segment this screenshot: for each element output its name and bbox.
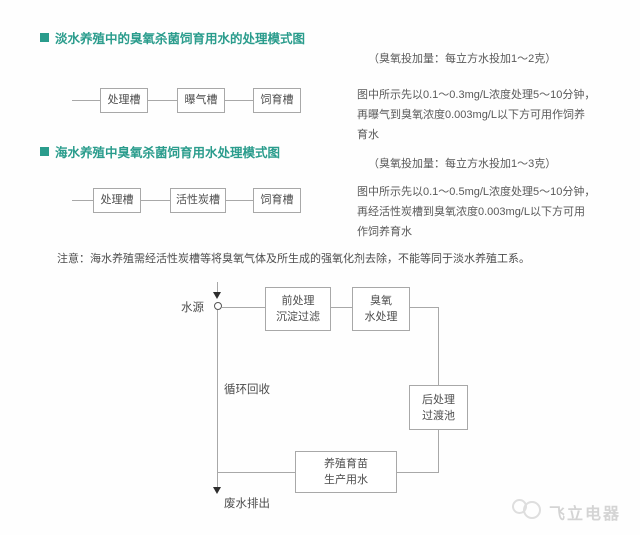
arrow-down-icon xyxy=(213,292,221,299)
box-label-line: 后处理 xyxy=(422,393,455,406)
section-bullet-icon xyxy=(40,33,49,42)
seawater-dosage-note: （臭氧投加量：每立方水投加1～3克） xyxy=(368,158,557,170)
watermark-logo-icon xyxy=(523,501,541,519)
waste-discharge-label: 废水排出 xyxy=(224,498,270,510)
box-label-line: 前处理 xyxy=(281,295,315,307)
freshwater-section-title: 淡水养殖中的臭氧杀菌饲育用水的处理模式图 xyxy=(40,28,305,47)
connector-line xyxy=(72,100,100,101)
process-box-posttreatment: 后处理 过渡池 xyxy=(409,385,468,430)
box-label-line: 养殖育苗 xyxy=(324,458,368,470)
notice-text: 注意：海水养殖需经活性炭槽等将臭氧气体及所生成的强氧化剂去除，不能等同于淡水养殖… xyxy=(57,253,530,265)
arrow-down-icon xyxy=(213,487,221,494)
description-line: 再经活性炭槽到臭氧浓度0.003mg/L以下方可用 xyxy=(357,206,585,218)
section-bullet-icon xyxy=(40,147,49,156)
description-line: 图中所示先以0.1～0.5mg/L浓度处理5～10分钟， xyxy=(357,186,596,198)
connector-line xyxy=(225,100,253,101)
water-source-label: 水源 xyxy=(181,302,204,314)
description-line: 作饲养育水 xyxy=(357,226,412,238)
connector-line xyxy=(72,200,93,201)
freshwater-title-text: 淡水养殖中的臭氧杀菌饲育用水的处理模式图 xyxy=(55,32,306,46)
connector-line xyxy=(331,307,352,308)
connector-line xyxy=(148,100,177,101)
process-box-pretreatment: 前处理 沉淀过滤 xyxy=(265,287,331,331)
inlet-line xyxy=(217,282,218,292)
process-box-ozone-treatment: 臭氧 水处理 xyxy=(352,287,410,331)
seawater-title-text: 海水养殖中臭氧杀菌饲育用水处理模式图 xyxy=(55,146,281,160)
freshwater-dosage-note: （臭氧投加量：每立方水投加1～2克） xyxy=(368,53,557,65)
box-label-line: 生产用水 xyxy=(324,474,368,486)
seawater-section-title: 海水养殖中臭氧杀菌饲育用水处理模式图 xyxy=(40,142,280,161)
connector-line xyxy=(226,200,253,201)
flow-box-treatment-tank: 处理槽 xyxy=(100,88,148,113)
connector-line xyxy=(397,472,438,473)
seawater-description: 图中所示先以0.1～0.5mg/L浓度处理5～10分钟， 再经活性炭槽到臭氧浓度… xyxy=(357,182,619,242)
box-label-line: 过渡池 xyxy=(422,409,455,422)
freshwater-description: 图中所示先以0.1～0.3mg/L浓度处理5～10分钟， 再曝气到臭氧浓度0.0… xyxy=(357,85,619,145)
connector-line xyxy=(141,200,170,201)
watermark-brand: 飞立电器 xyxy=(549,506,622,523)
box-label-line: 臭氧 xyxy=(370,295,392,307)
description-line: 图中所示先以0.1～0.3mg/L浓度处理5～10分钟， xyxy=(357,89,596,101)
junction-node-icon xyxy=(214,302,222,310)
flow-box-breeding-tank: 饲育槽 xyxy=(253,188,301,213)
box-label-line: 沉淀过滤 xyxy=(276,311,320,323)
connector-line xyxy=(410,307,439,308)
connector-line xyxy=(217,472,295,473)
description-line: 再曝气到臭氧浓度0.003mg/L以下方可用作饲养 xyxy=(357,109,585,121)
recycle-line xyxy=(217,310,218,487)
recycle-label: 循环回收 xyxy=(224,384,270,396)
flow-box-aeration-tank: 曝气槽 xyxy=(177,88,225,113)
box-label-line: 水处理 xyxy=(364,311,398,323)
flow-box-breeding-tank: 饲育槽 xyxy=(253,88,301,113)
flow-box-treatment-tank: 处理槽 xyxy=(93,188,141,213)
flow-box-activated-carbon-tank: 活性炭槽 xyxy=(170,188,226,213)
connector-line xyxy=(438,307,439,385)
description-line: 育水 xyxy=(357,129,379,141)
process-box-production-water: 养殖育苗 生产用水 xyxy=(295,451,397,493)
connector-line xyxy=(222,307,265,308)
connector-line xyxy=(438,430,439,473)
